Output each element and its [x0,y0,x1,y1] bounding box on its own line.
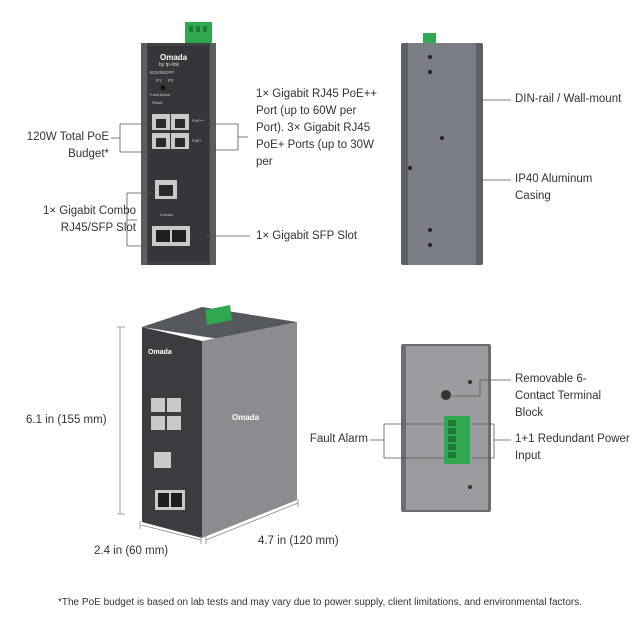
ip40-callout: IP40 Aluminum Casing [515,173,593,202]
poe-ports-callout: 1× Gigabit RJ45 PoE++ Port (up to 60W pe… [256,88,378,168]
poe-budget-callout: 120W Total PoE Budget* [26,131,109,160]
footnote: *The PoE budget is based on lab tests an… [58,597,582,608]
front-model: IES206GPP [150,70,175,75]
front-combo-label: Combo [160,212,173,217]
redundant-power-callout: 1+1 Redundant Power Input [515,433,630,462]
front-reset-label: Reset [152,100,163,105]
dimension-lines [117,326,299,544]
front-view-device: Omada [141,22,216,265]
front-poe-plusplus-label: PoE++ [192,118,205,123]
width-dimension: 2.4 in (60 mm) [94,545,169,557]
svg-text:Omada: Omada [160,53,188,62]
svg-text:Omada: Omada [148,349,172,356]
front-poe-plus-label: PoE+ [192,138,202,143]
fault-alarm-callout: Fault Alarm [309,433,368,445]
depth-dimension: 4.7 in (120 mm) [258,535,339,547]
front-brand-sub: by tp-link [159,62,180,68]
sfp-slot-callout: 1× Gigabit SFP Slot [256,230,358,242]
height-dimension: 6.1 in (155 mm) [26,414,107,426]
svg-text:Omada: Omada [232,413,260,422]
perspective-view-device: Omada Omada [142,305,297,538]
side-view-device [401,33,483,265]
front-fault-label: Fault Alarm [150,92,171,97]
front-led-p1: P1 [156,78,162,83]
front-led-p2: P2 [168,78,174,83]
top-view-device [401,344,491,512]
din-rail-callout: DIN-rail / Wall-mount [515,93,622,105]
terminal-block-callout: Removable 6-Contact Terminal Block [515,373,602,419]
combo-slot-callout: 1× Gigabit Combo RJ45/SFP Slot [42,205,136,234]
leader-lines [111,99,511,459]
